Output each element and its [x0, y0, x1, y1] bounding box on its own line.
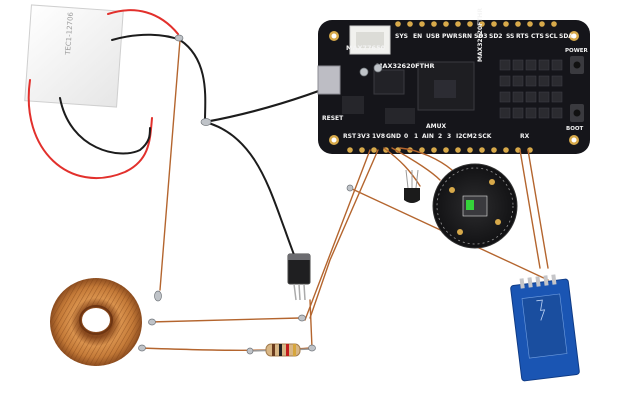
board-side-marking: MAX32620FTHR [477, 8, 484, 62]
solder-joints [138, 34, 383, 355]
mcu-board: SYS EN USB PWR SRN SD3 SD2 SS RTS CTS SC… [317, 8, 590, 154]
board-marking: MAX32620FTHR [376, 62, 434, 70]
bluetooth-module [510, 274, 580, 382]
header-label-usb: USB [426, 33, 440, 40]
header-label-gnd: GND [386, 133, 401, 140]
pulse-sensor-board [432, 163, 518, 249]
header-label-pwr: PWR [442, 33, 458, 40]
header-label-3: 3 [447, 133, 451, 140]
peltier-module: TEC1-12706 [24, 4, 124, 108]
peltier-marking: TEC1-12706 [64, 11, 75, 56]
header-label-en: EN [413, 33, 422, 40]
boot-label: BOOT [566, 126, 584, 132]
transistor [287, 253, 311, 301]
sensor-led [466, 200, 474, 210]
header-label-scl: SCL [545, 33, 558, 40]
header-label-0: 0 [404, 133, 408, 140]
header-label-rx: RX [520, 133, 530, 140]
header-label-rts: RTS [516, 33, 529, 40]
header-label-i2cm2: I2CM2 [456, 133, 477, 140]
copper-wiring [139, 39, 549, 352]
header-label-1: 1 [414, 133, 418, 140]
header-label-ain: AIN [422, 133, 434, 140]
header-label-1v8: 1V8 [372, 133, 385, 140]
header-label-3v3: 3V3 [357, 133, 370, 140]
header-label-sda: SDA [559, 33, 573, 40]
header-label-srn: SRN [458, 33, 472, 40]
reset-label: RESET [322, 115, 344, 122]
header-label-sck: SCK [478, 133, 492, 140]
header-label-sys: SYS [395, 33, 408, 40]
header-label-sd3: SD3 [474, 33, 487, 40]
header-label-rst: RST [343, 133, 357, 140]
header-label-ss: SS [506, 33, 514, 40]
power-label: POWER [565, 48, 589, 54]
aux-label: AMUX [426, 123, 446, 130]
header-label-sd2: SD2 [489, 33, 502, 40]
pmic-marking: MAX77650 [346, 44, 386, 52]
resistor [249, 343, 313, 357]
header-label-2: 2 [438, 133, 442, 140]
temperature-sensor [404, 169, 420, 203]
header-label-cts: CTS [531, 33, 544, 40]
toroid-inductor [50, 278, 142, 366]
